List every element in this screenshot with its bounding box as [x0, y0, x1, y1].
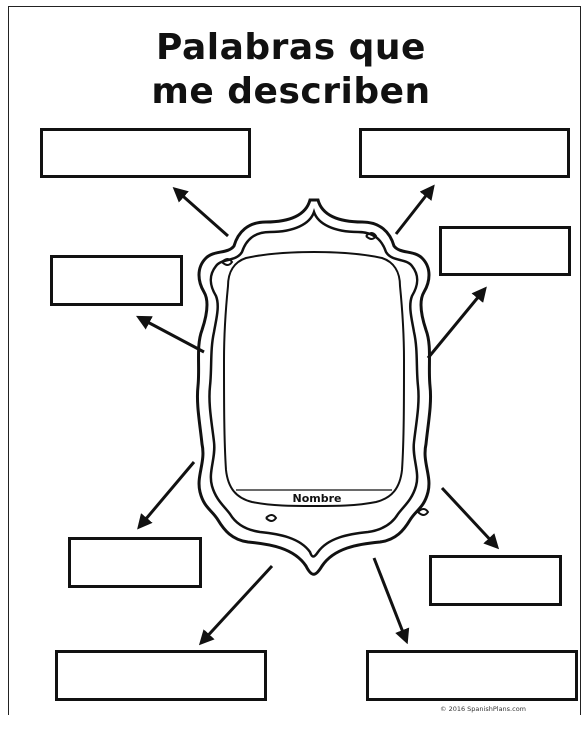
answer-box-top-left[interactable]: [40, 128, 251, 178]
arrow-to-top-right: [394, 184, 435, 235]
ornamental-frame-middle: [208, 208, 420, 558]
frame-curl-bottom-left: [265, 514, 278, 522]
answer-box-lower-right[interactable]: [429, 555, 562, 606]
page-border: [8, 6, 581, 715]
arrow-to-lower-left: [137, 461, 196, 530]
answer-box-lower-left[interactable]: [68, 537, 202, 588]
copyright-text: © 2016 SpanishPlans.com: [440, 705, 527, 713]
answer-box-top-right[interactable]: [359, 128, 570, 178]
arrow-to-upper-right: [426, 286, 487, 359]
answer-box-bottom-left[interactable]: [55, 650, 267, 701]
answer-box-upper-right[interactable]: [439, 226, 571, 276]
title-line-2: me describen: [151, 71, 431, 112]
arrow-to-bottom-right: [372, 557, 410, 645]
frame-curl-top-right: [365, 232, 378, 240]
arrow-to-middle-left: [136, 315, 205, 354]
frame-curl-top-left: [221, 258, 234, 266]
title-line-1: Palabras que: [156, 27, 426, 68]
answer-box-middle-left[interactable]: [50, 255, 183, 306]
answer-box-bottom-right[interactable]: [366, 650, 578, 701]
name-label: Nombre: [292, 492, 342, 505]
arrow-to-top-left: [172, 187, 229, 238]
frame-curl-bottom-right: [417, 508, 430, 516]
ornamental-frame-inner: [222, 250, 406, 507]
arrow-to-bottom-left: [198, 564, 274, 646]
arrow-to-lower-right: [440, 486, 500, 550]
worksheet-title: Palabras que me describen: [0, 26, 582, 114]
